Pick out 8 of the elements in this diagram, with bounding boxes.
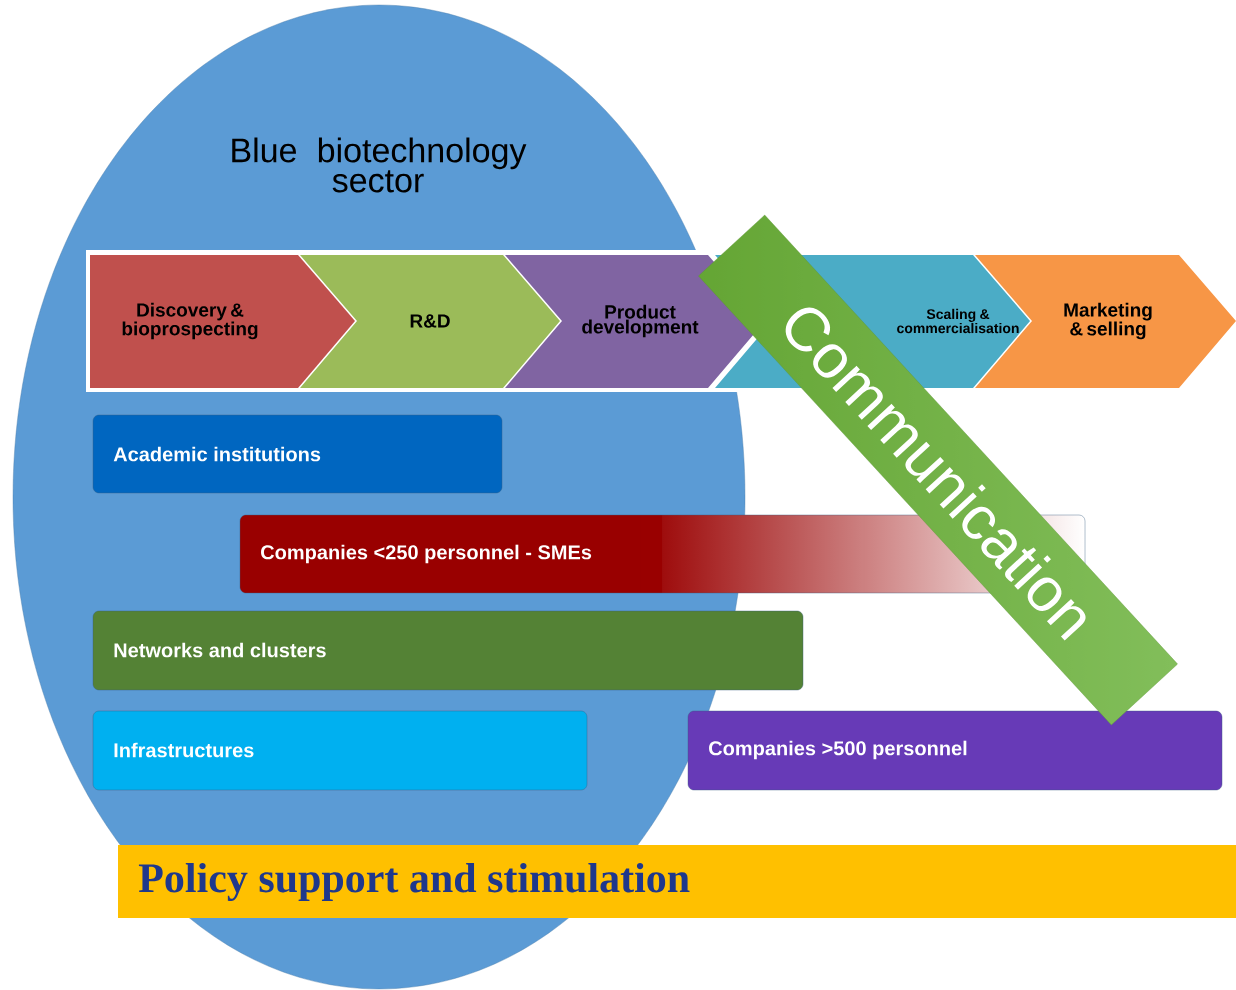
actor-bar: Academic institutions (92, 414, 503, 494)
chevron-step: R&D (300, 255, 560, 388)
chevron-step: Product development (505, 255, 765, 388)
actor-bar: Networks and clusters (92, 610, 804, 691)
chevron-step: Discovery & bioprospecting (90, 255, 355, 388)
actor-bar: Infrastructures (92, 710, 588, 791)
actor-bar: Companies >500 personnel (687, 710, 1223, 791)
policy-band: Policy support and stimulation (118, 845, 1236, 918)
